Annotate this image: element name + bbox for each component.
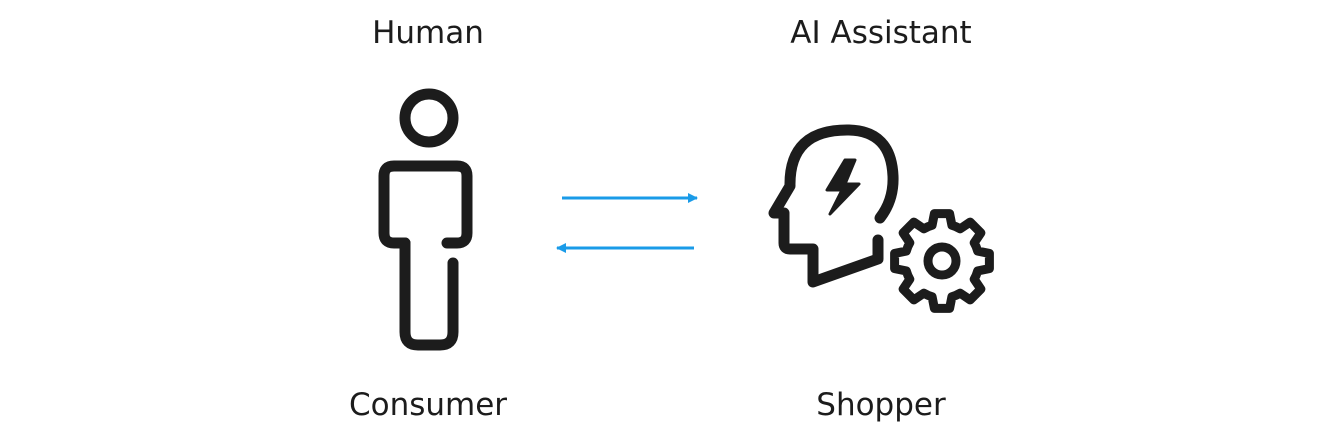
head-outline xyxy=(768,124,899,288)
gear-outline xyxy=(890,209,994,313)
human-label: Human xyxy=(372,15,484,51)
person-torso xyxy=(378,160,473,249)
ai-assistant-label: AI Assistant xyxy=(790,15,972,51)
lightning-bolt-icon xyxy=(825,158,861,216)
shopper-label: Shopper xyxy=(816,387,946,423)
person-icon xyxy=(378,88,473,351)
person-legs xyxy=(399,237,459,351)
arrows xyxy=(556,193,698,253)
person-head xyxy=(399,88,459,148)
gear-icon xyxy=(890,209,994,313)
head-lightning-gear-icon xyxy=(768,124,994,313)
gear-hub xyxy=(923,242,961,280)
consumer-label: Consumer xyxy=(348,387,508,423)
